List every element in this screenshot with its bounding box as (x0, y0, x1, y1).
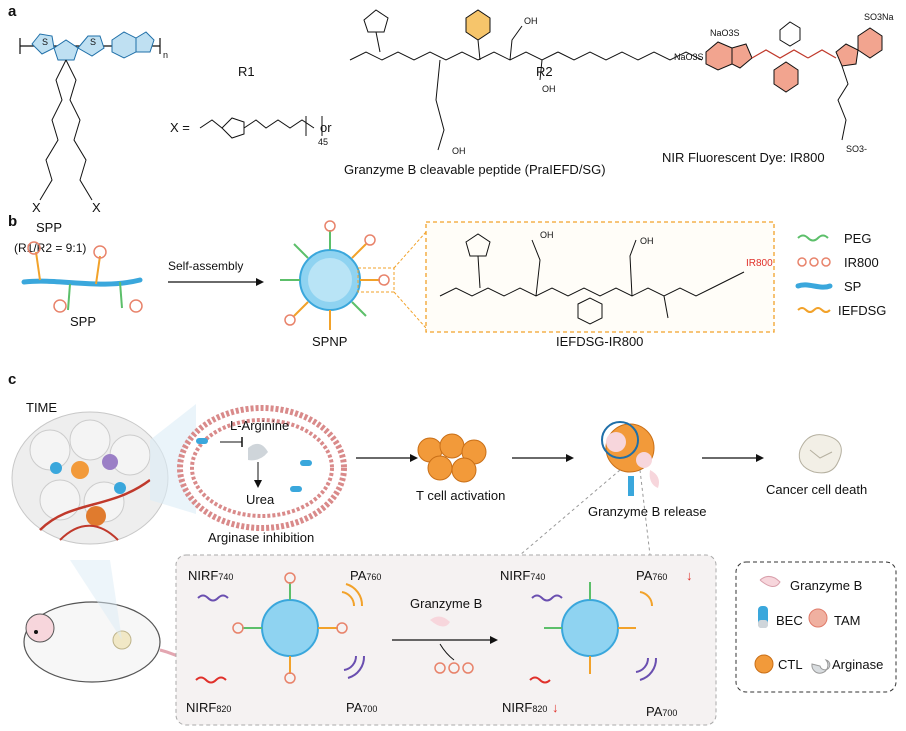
pa760-decrease-icon: ↓ (686, 568, 693, 583)
svg-text:S: S (90, 37, 96, 47)
nirf740-wave-right (531, 594, 563, 602)
spnp-nanoparticle (280, 220, 390, 330)
granzyme-release-cell (601, 421, 659, 496)
pa760-wave-left (341, 583, 364, 607)
r2-label: R2 (536, 64, 553, 79)
pa700-wave-right (635, 657, 658, 681)
legend-granzyme-icon (759, 576, 781, 587)
sulfo-1: NaO3S (674, 52, 704, 62)
x-equals: X = (170, 120, 190, 135)
nirf820-wave-right (529, 676, 551, 684)
pa700-wave-left (343, 655, 366, 679)
arginase-inhibition-label: Arginase inhibition (208, 530, 314, 545)
ratio-label: (R1/R2 = 9:1) (14, 241, 86, 255)
svg-text:S: S (42, 37, 48, 47)
legend-ctl-icon (754, 654, 774, 674)
r1-structure: 45 (199, 116, 328, 147)
legend-iefdsg-swatch (797, 307, 831, 313)
nirf740-label-left: NIRF740 (188, 568, 233, 583)
ir800-peptide-box (425, 221, 775, 333)
granzyme-release-label: Granzyme B release (588, 504, 707, 519)
svg-text:OH: OH (542, 84, 556, 94)
urea-label: Urea (246, 492, 275, 507)
peptide-structure: OH OH OH (349, 9, 703, 156)
tumor-cluster (11, 411, 169, 545)
nirf820-wave-left (195, 676, 227, 684)
or-label: or (320, 120, 332, 135)
nirf740-label-right: NIRF740 (500, 568, 545, 583)
svg-text:OH: OH (640, 236, 654, 246)
t-cell-label: T cell activation (416, 488, 505, 503)
legend-ir800-label: IR800 (844, 255, 879, 270)
svg-text:OH: OH (540, 230, 554, 240)
l-arginine-label: L-Arginine (230, 418, 289, 433)
spp-b-label: SPP (70, 314, 96, 329)
nirf820-decrease-icon: ↓ (552, 700, 559, 715)
x-label-right: X (92, 200, 101, 215)
panel-b-legend: PEG IR800 SP IEFDSG (795, 231, 886, 318)
spp-structure: S S X X n (19, 31, 168, 215)
legend-sp-swatch (795, 282, 833, 290)
legend-iefdsg-label: IEFDSG (838, 303, 886, 318)
legend-sp-label: SP (844, 279, 861, 294)
sulfo-2: NaO3S (710, 28, 740, 38)
legend-peg-swatch (797, 234, 829, 242)
pa760-label-right: PA760 (636, 568, 667, 583)
sulfo-3: SO3Na (864, 12, 894, 22)
iefdsg-ir800-label: IEFDSG-IR800 (556, 334, 643, 349)
ir800-tag: IR800 (746, 258, 773, 269)
self-assembly-label: Self-assembly (168, 259, 243, 273)
spnp-label: SPNP (312, 334, 347, 349)
ir800-dye-structure (705, 21, 883, 141)
legend-arginase-icon (811, 659, 831, 674)
svg-text:45: 45 (318, 137, 328, 147)
legend-peg-label: PEG (844, 231, 871, 246)
legend-arginase-label: Arginase (832, 657, 883, 672)
panel-a-label: a (8, 3, 17, 20)
nirf740-wave-left (197, 594, 229, 602)
dye-caption: NIR Fluorescent Dye: IR800 (662, 150, 825, 165)
legend-tam-label: TAM (834, 613, 860, 628)
spnp-after (544, 582, 636, 674)
pa700-label-right: PA700 (646, 704, 677, 719)
sulfo-4: SO3- (846, 144, 867, 154)
legend-tam-icon (808, 608, 828, 628)
nirf820-label-right: NIRF820 (502, 700, 547, 715)
granzyme-icon (430, 616, 450, 627)
legend-granzyme-label: Granzyme B (790, 578, 862, 593)
dead-cell (798, 434, 842, 474)
legend-ir800-swatch (797, 257, 831, 267)
r1-label: R1 (238, 64, 255, 79)
spnp-before (232, 572, 348, 684)
svg-text:OH: OH (452, 146, 466, 156)
nirf820-label-left: NIRF820 (186, 700, 231, 715)
released-ir800-icon (434, 662, 474, 674)
panel-c-label: c (8, 371, 16, 388)
cancer-cell-death-label: Cancer cell death (766, 482, 867, 497)
legend-bec-label: BEC (776, 613, 803, 628)
membrane-cell (177, 405, 347, 531)
t-cell-cluster (417, 433, 487, 483)
spp-label: SPP (36, 220, 62, 235)
peptide-caption: Granzyme B cleavable peptide (PraIEFD/SG… (344, 162, 606, 177)
pa760-wave-right (639, 591, 654, 607)
pa760-label-left: PA760 (350, 568, 381, 583)
svg-text:n: n (163, 50, 168, 60)
svg-text:OH: OH (524, 16, 538, 26)
spp-chain-illustration (21, 241, 143, 313)
x-label-left: X (32, 200, 41, 215)
panel-b-label: b (8, 213, 17, 230)
pa700-label-left: PA700 (346, 700, 377, 715)
time-label: TIME (26, 400, 57, 415)
iefdsg-structure: OH OH (439, 230, 745, 325)
legend-ctl-label: CTL (778, 657, 803, 672)
granzyme-arrow-label: Granzyme B (410, 596, 482, 611)
